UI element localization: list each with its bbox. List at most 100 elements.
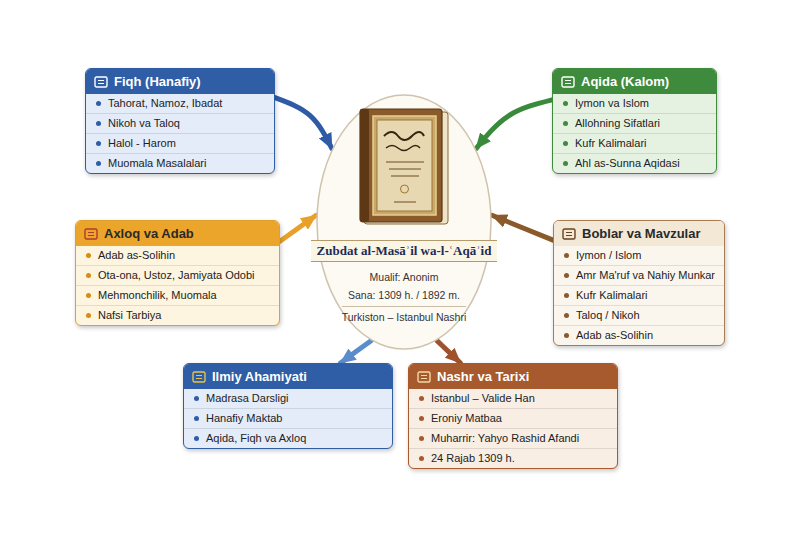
list-item: Adab as-Solihin [554, 326, 724, 345]
item-text: Mehmonchilik, Muomala [98, 289, 217, 302]
item-text: Iymon / Islom [576, 249, 641, 262]
box-title: Fiqh (Hanafiy) [114, 74, 201, 89]
topic-box: Aqida (Kalom) Iymon va IslomAllohning Sif… [552, 68, 717, 174]
list-item: Nikoh va Taloq [86, 114, 274, 134]
item-text: 24 Rajab 1309 h. [431, 452, 515, 465]
box-header: Aqida (Kalom) [553, 69, 716, 94]
bullet-dot [194, 416, 199, 421]
list-item: Mehmonchilik, Muomala [76, 286, 279, 306]
cover-rule [386, 162, 424, 163]
item-text: Amr Ma'ruf va Nahiy Munkar [576, 269, 715, 282]
box-header: Nashr va Tarixi [409, 364, 617, 389]
cover-rule [389, 169, 421, 170]
header-icon [192, 371, 206, 383]
box-header: Boblar va Mavzular [554, 221, 724, 246]
header-icon [417, 371, 431, 383]
header-icon [94, 76, 108, 88]
bullet-dot [563, 101, 568, 106]
list-item: Halol - Harom [86, 134, 274, 154]
list-item: Kufr Kalimalari [554, 286, 724, 306]
list-item: Madrasa Darsligi [184, 389, 392, 409]
bullet-dot [86, 253, 91, 258]
bullet-dot [564, 293, 569, 298]
item-text: Eroniy Matbaa [431, 412, 502, 425]
topic-box: Boblar va MavzularIymon / IslomAmr Ma'ru… [553, 220, 725, 346]
center-ellipse-outline [317, 95, 491, 349]
list-item: Muomala Masalalari [86, 154, 274, 173]
bullet-dot [419, 436, 424, 441]
box-title: Nashr va Tarixi [437, 369, 529, 384]
book-spine [360, 109, 369, 222]
list-item: Adab as-Solihin [76, 246, 279, 266]
bullet-dot [564, 333, 569, 338]
icon-frame [563, 229, 575, 239]
bullet-dot [96, 101, 101, 106]
list-item: Taloq / Nikoh [554, 306, 724, 326]
bullet-dot [194, 436, 199, 441]
item-text: Nafsi Tarbiya [98, 309, 161, 322]
item-text: Iymon va Islom [575, 97, 649, 110]
list-item: Iymon va Islom [553, 94, 716, 114]
list-item: Allohning Sifatlari [553, 114, 716, 134]
item-text: Tahorat, Namoz, Ibadat [108, 97, 222, 110]
bullet-dot [96, 121, 101, 126]
bullet-dot [86, 313, 91, 318]
item-text: Adab as-Solihin [576, 329, 653, 342]
item-text: Istanbul – Valide Han [431, 392, 535, 405]
bullet-dot [86, 273, 91, 278]
cover-ornament [386, 146, 420, 151]
topic-box: Ilmiy AhamiyatiMadrasa DarsligiHanafiy M… [183, 363, 393, 449]
list-item: Ota-ona, Ustoz, Jamiyata Odobi [76, 266, 279, 286]
book-pages [364, 112, 448, 224]
list-item: Muharrir: Yahyo Rashid Afandi [409, 429, 617, 449]
header-icon [562, 228, 576, 240]
icon-frame [418, 372, 430, 382]
book-cover [360, 109, 442, 222]
center-row: Sana: 1309 h. / 1892 m. [296, 285, 512, 303]
box-title: Axloq va Adab [104, 226, 194, 241]
header-icon [561, 76, 575, 88]
bullet-dot [419, 456, 424, 461]
box-title: Ilmiy Ahamiyati [212, 369, 307, 384]
box-header: Fiqh (Hanafiy) [86, 69, 274, 94]
icon-lines [421, 375, 427, 378]
box-title: Aqida (Kalom) [581, 74, 669, 89]
cover-panel [373, 116, 436, 215]
icon-frame [85, 229, 97, 239]
item-text: Madrasa Darsligi [206, 392, 289, 405]
flow-arrow [280, 215, 316, 241]
item-text: Muharrir: Yahyo Rashid Afandi [431, 432, 579, 445]
bullet-dot [564, 253, 569, 258]
header-icon [84, 228, 98, 240]
cover-inner [377, 120, 432, 211]
icon-frame [95, 77, 107, 87]
item-text: Adab as-Solihin [98, 249, 175, 262]
list-item: 24 Rajab 1309 h. [409, 449, 617, 468]
icon-lines [565, 80, 571, 83]
cover-ornament [384, 132, 424, 140]
icon-frame [193, 372, 205, 382]
list-item: Amr Ma'ruf va Nahiy Munkar [554, 266, 724, 286]
list-item: Istanbul – Valide Han [409, 389, 617, 409]
book-info: Mualif: Anonim [370, 271, 439, 283]
flow-arrow [492, 215, 553, 240]
cover-medallion [401, 185, 409, 193]
book-info: Turkiston – Istanbul Nashri [342, 306, 467, 324]
bullet-dot [419, 396, 424, 401]
bullet-dot [96, 141, 101, 146]
box-title: Boblar va Mavzular [582, 226, 701, 241]
center-circle: Zubdat al-Masāʾil wa-l-ʿAqāʾidMualif: An… [316, 94, 492, 350]
item-text: Kufr Kalimalari [575, 137, 647, 150]
topic-box: Fiqh (Hanafiy) Tahorat, Namoz, IbadatNiko… [85, 68, 275, 174]
item-text: Halol - Harom [108, 137, 176, 150]
list-item: Tahorat, Namoz, Ibadat [86, 94, 274, 114]
cover-rule [394, 202, 416, 203]
flow-arrow [341, 341, 372, 363]
box-header: Axloq va Adab [76, 221, 279, 246]
center-text-group: Zubdat al-Masāʾil wa-l-ʿAqāʾidMualif: An… [296, 240, 512, 325]
book-title: Zubdat al-Masāʾil wa-l-ʿAqāʾid [311, 240, 498, 262]
icon-lines [196, 375, 202, 378]
item-text: Aqida, Fiqh va Axloq [206, 432, 306, 445]
item-text: Ahl as-Sunna Aqidasi [575, 157, 680, 170]
list-item: Iymon / Islom [554, 246, 724, 266]
